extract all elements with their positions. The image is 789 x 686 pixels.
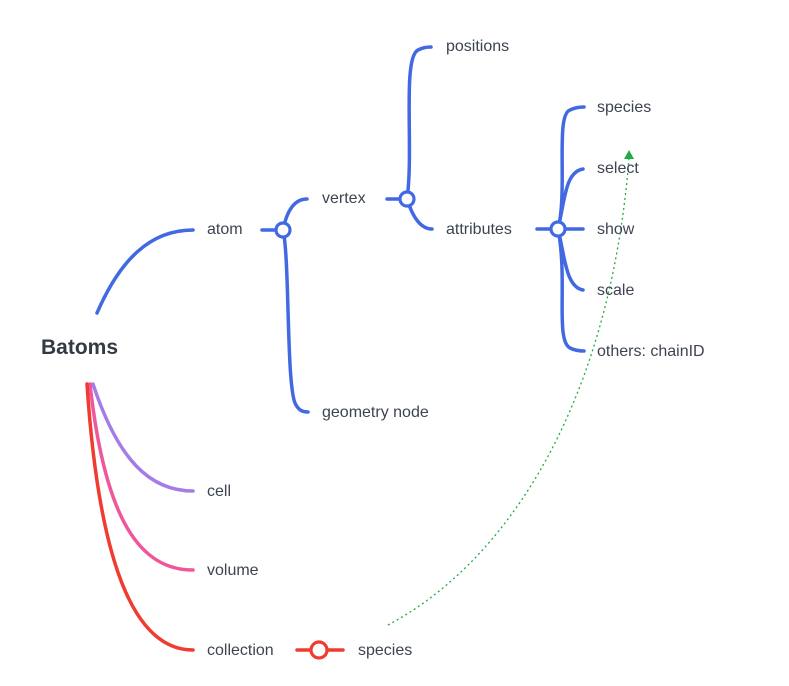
hollow-circle-icon[interactable] bbox=[549, 220, 567, 238]
node-collection-species[interactable]: species bbox=[358, 642, 413, 659]
hollow-circle-icon[interactable] bbox=[274, 221, 292, 239]
node-vertex[interactable]: vertex bbox=[322, 190, 366, 207]
connector-vertex-positions bbox=[405, 45, 433, 201]
arrow-head-icon bbox=[624, 150, 634, 159]
node-volume[interactable]: volume bbox=[207, 562, 259, 579]
node-select[interactable]: select bbox=[597, 160, 639, 177]
node-atom[interactable]: atom bbox=[207, 221, 243, 238]
connector-attributes-species bbox=[556, 105, 586, 231]
node-attributes[interactable]: attributes bbox=[446, 221, 512, 238]
node-species[interactable]: species bbox=[597, 99, 652, 116]
connector-root-collection bbox=[85, 382, 195, 652]
connector-attributes-others bbox=[556, 227, 586, 353]
node-others-chainid[interactable]: others: chainID bbox=[597, 343, 705, 360]
node-positions[interactable]: positions bbox=[446, 38, 510, 55]
node-geometry-node[interactable]: geometry node bbox=[322, 404, 429, 421]
connector-root-cell bbox=[91, 382, 195, 493]
relation-collection-species-to-species bbox=[387, 157, 630, 626]
connector-root-volume bbox=[88, 382, 195, 572]
node-cell[interactable]: cell bbox=[207, 483, 232, 500]
connector-root-atom bbox=[95, 228, 195, 315]
node-collection[interactable]: collection bbox=[207, 642, 274, 659]
node-scale[interactable]: scale bbox=[597, 282, 635, 299]
root-topic-batoms[interactable]: Batoms bbox=[41, 336, 119, 359]
hollow-circle-icon[interactable] bbox=[309, 640, 329, 660]
connector-atom-geometry-node bbox=[281, 228, 310, 414]
hollow-circle-icon[interactable] bbox=[398, 190, 416, 208]
node-show[interactable]: show bbox=[597, 221, 635, 238]
